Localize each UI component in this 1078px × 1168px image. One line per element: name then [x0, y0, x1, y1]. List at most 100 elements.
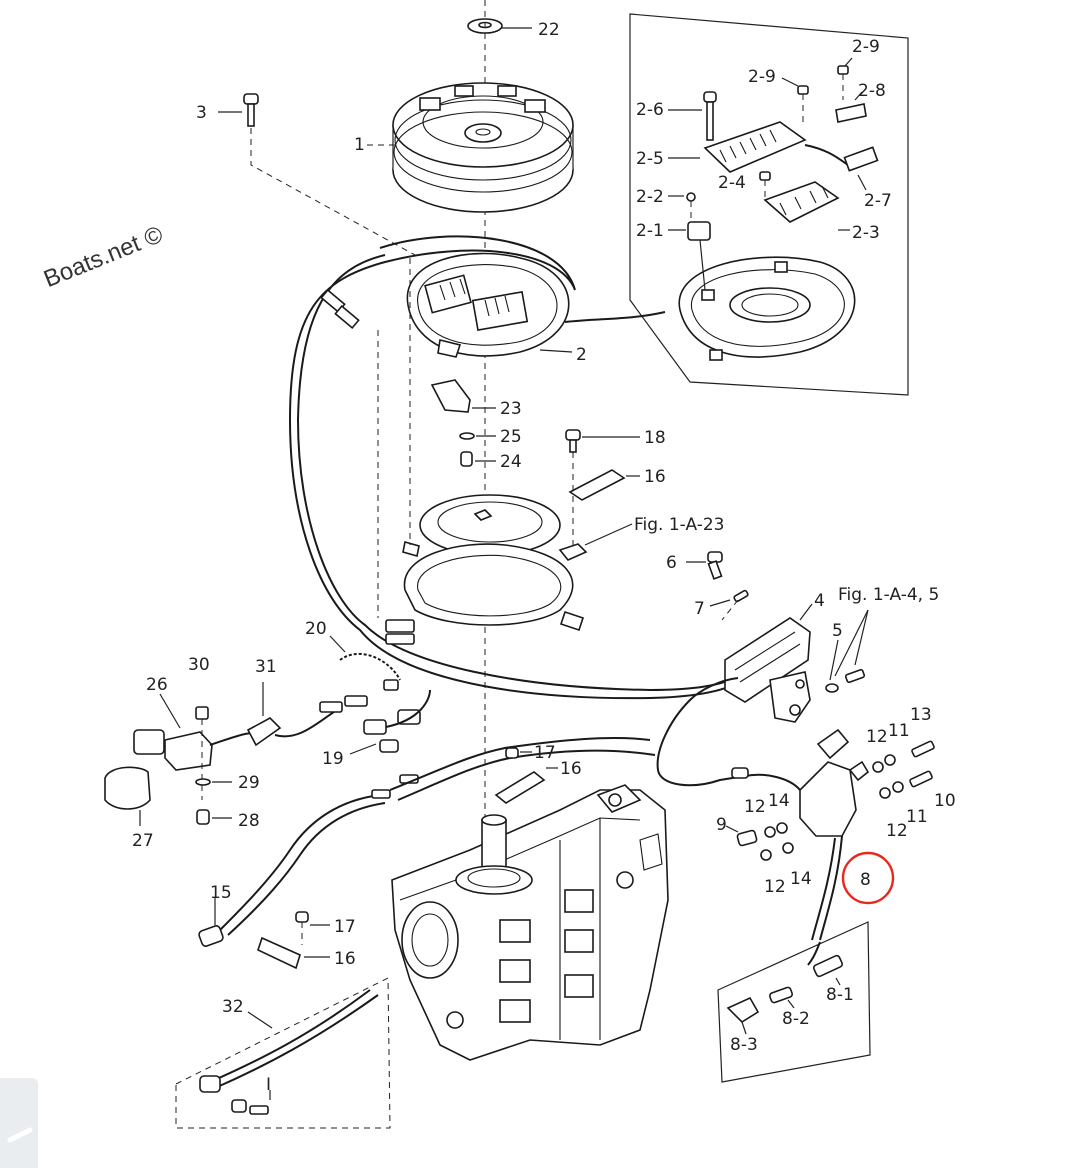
part-2-9-screw-a: [781, 77, 809, 125]
scroll-back-tab[interactable]: [0, 1078, 38, 1168]
coil-lead-wire: [656, 677, 746, 787]
callout-24: 24: [500, 452, 522, 472]
callout-30: 30: [188, 655, 210, 675]
callout-11b: 11: [906, 807, 928, 827]
callout-2-9b: 2-9: [852, 37, 880, 57]
callout-12d: 12: [764, 877, 786, 897]
callout-29: 29: [238, 773, 260, 793]
chevron-left-icon: [7, 1127, 33, 1143]
inset-stator-plate: [678, 256, 856, 361]
part-2-5-charge-coil: [668, 121, 807, 173]
callout-12c: 12: [744, 797, 766, 817]
callout-14a: 14: [768, 791, 790, 811]
callout-10: 10: [934, 791, 956, 811]
part-19-connectors: [349, 689, 431, 755]
callout-3: 3: [196, 103, 207, 123]
highlight-circle-part-8: [841, 851, 895, 905]
fig-a45-screw: [834, 609, 869, 684]
callout-12b: 12: [886, 821, 908, 841]
callout-32: 32: [222, 997, 244, 1017]
part-2-7-wire: [804, 144, 879, 191]
part-27-cover: [104, 766, 151, 826]
part-23-bracket: [430, 379, 496, 413]
main-harness-loop: [288, 235, 741, 700]
harness-connector-bottom: [385, 619, 415, 645]
callout-15: 15: [210, 883, 232, 903]
part-28-screw: [196, 809, 232, 825]
part-7-bolt: [709, 589, 749, 621]
part-16-plate-mid: [494, 767, 558, 804]
part-29-washer: [195, 778, 232, 786]
callout-i: I: [266, 1075, 271, 1095]
callout-2-2: 2-2: [636, 187, 664, 207]
part-5-washer: [825, 639, 839, 693]
callout-16a: 16: [644, 467, 666, 487]
callout-11a: 11: [888, 721, 910, 741]
callout-6: 6: [666, 553, 677, 573]
harness-loop-inner: [296, 254, 739, 692]
callout-17a: 17: [534, 743, 556, 763]
callout-fig-a23: Fig. 1-A-23: [634, 515, 724, 535]
callout-2-7: 2-7: [864, 191, 892, 211]
harness-connector-top: [320, 288, 360, 330]
callout-23: 23: [500, 399, 522, 419]
part-18-screw: [565, 429, 640, 545]
part-16-plate-low: [257, 936, 330, 970]
callout-5: 5: [832, 621, 843, 641]
callout-2-8: 2-8: [858, 81, 886, 101]
callout-16c: 16: [334, 949, 356, 969]
part-32-kit: [175, 977, 391, 1129]
callout-17b: 17: [334, 917, 356, 937]
part-26-rectifier: [133, 693, 266, 771]
callout-8-3: 8-3: [730, 1035, 758, 1055]
part-17-screw-low: [295, 911, 330, 945]
part-22-washer: [467, 18, 532, 34]
part-17-screw-mid: [505, 747, 532, 759]
callout-16b: 16: [560, 759, 582, 779]
callout-25: 25: [500, 427, 522, 447]
callout-2-6: 2-6: [636, 100, 664, 120]
callout-31: 31: [255, 657, 277, 677]
part-2-stator: [406, 252, 573, 358]
part-2-9-screw-b: [837, 57, 853, 100]
callout-28: 28: [238, 811, 260, 831]
part-30-nut: [195, 706, 209, 800]
part-8-cdi-unit: [731, 728, 870, 941]
magneto-base-plate: [402, 494, 633, 632]
part-4-ignition-coil: [724, 603, 813, 723]
callout-8-1: 8-1: [826, 985, 854, 1005]
part-2-1-clip: [668, 221, 711, 291]
part-8-detail-frame: [717, 921, 871, 1083]
callout-20: 20: [305, 619, 327, 639]
callout-14b: 14: [790, 869, 812, 889]
callout-9: 9: [716, 815, 727, 835]
part-2-3-pulser-coil: [763, 181, 850, 231]
engine-block: [391, 784, 669, 1061]
callout-19: 19: [322, 749, 344, 769]
part-2-4-screw: [759, 171, 771, 200]
callout-18: 18: [644, 428, 666, 448]
callout-2-9a: 2-9: [748, 67, 776, 87]
screw-guide-line: [250, 128, 416, 256]
part-16-plate-upper: [568, 469, 640, 501]
part-2-8-clamp: [835, 91, 867, 123]
callout-22: 22: [538, 20, 560, 40]
part-31-clamp: [246, 682, 368, 747]
stator-lead-wire: [564, 311, 666, 323]
part-1-flywheel: [392, 82, 574, 213]
part-2-6-screw: [668, 91, 717, 141]
callout-2-5: 2-5: [636, 149, 664, 169]
callout-27: 27: [132, 831, 154, 851]
part-25-washer: [459, 432, 496, 440]
sensor-harness: [389, 737, 651, 791]
callout-fig-a45: Fig. 1-A-4, 5: [838, 585, 939, 605]
callout-2-1: 2-1: [636, 221, 664, 241]
part-6-bolt: [686, 551, 723, 580]
part-24-screw: [460, 451, 496, 467]
callout-26: 26: [146, 675, 168, 695]
part-15-sensor: [198, 774, 419, 947]
part-9-spacer: [725, 825, 758, 847]
callout-2-3: 2-3: [852, 223, 880, 243]
callout-1: 1: [354, 135, 365, 155]
